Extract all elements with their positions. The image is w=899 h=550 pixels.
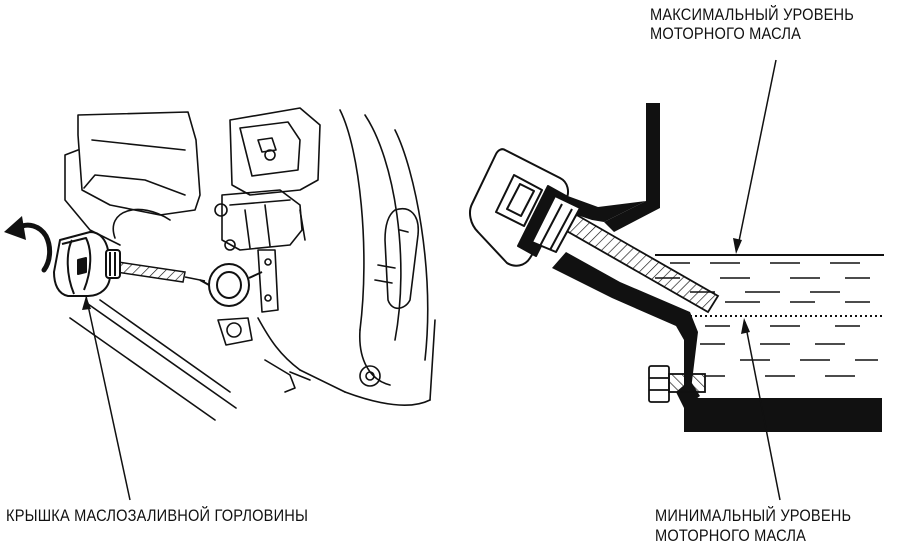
min-level-leader-arrow bbox=[741, 318, 750, 334]
min-level-leader-line bbox=[744, 321, 781, 501]
oil-sump-section bbox=[552, 103, 882, 432]
min-level-label-line2: МОТОРНОГО МАСЛА bbox=[655, 526, 807, 545]
filler-cap-section-icon bbox=[469, 148, 581, 267]
filler-cap-leader-arrow bbox=[82, 296, 91, 310]
filler-cap-label: КРЫШКА МАСЛОЗАЛИВНОЙ ГОРЛОВИНЫ bbox=[6, 506, 309, 525]
min-level-label-line1: МИНИМАЛЬНЫЙ УРОВЕНЬ bbox=[655, 506, 852, 525]
max-level-leader-line bbox=[737, 59, 777, 247]
filler-neck-icon bbox=[199, 263, 263, 307]
max-level-label-line2: МОТОРНОГО МАСЛА bbox=[650, 24, 802, 43]
filler-cap-leader-line bbox=[85, 295, 131, 501]
oil-filler-cap-icon bbox=[53, 231, 121, 297]
max-level-label-line1: МАКСИМАЛЬНЫЙ УРОВЕНЬ bbox=[650, 5, 855, 24]
dipstick-icon bbox=[115, 261, 206, 283]
engine-illustration bbox=[64, 107, 436, 421]
counterclockwise-arrow-icon bbox=[4, 216, 53, 273]
drain-bolt-icon bbox=[648, 365, 706, 403]
max-level-leader-arrow bbox=[733, 238, 742, 254]
